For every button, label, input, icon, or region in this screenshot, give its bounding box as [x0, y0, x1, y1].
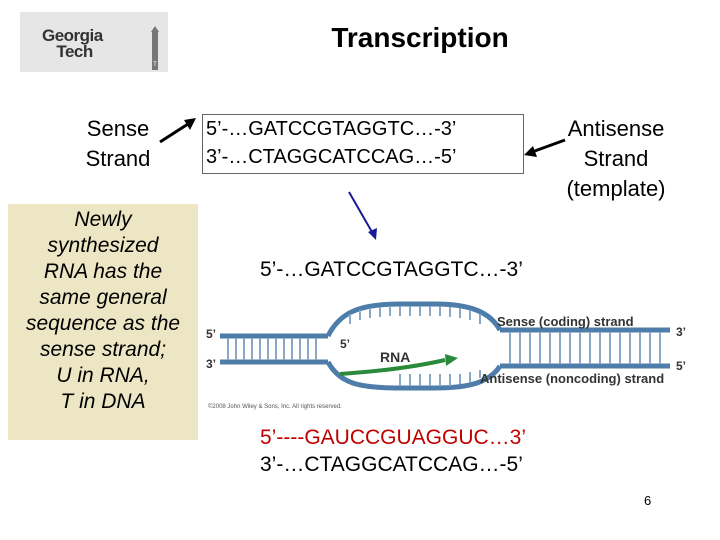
logo-line-2: Tech [56, 42, 93, 61]
rna-like-sequence: 5’-…GATCCGTAGGTC…-3’ [260, 258, 523, 281]
sense-label-line-1: Sense [86, 116, 150, 141]
rna-arrowhead [445, 354, 458, 366]
note-line: Newly [74, 208, 132, 231]
template-arrow [348, 191, 373, 233]
rna-five-prime-label: 5’ [340, 337, 350, 351]
rna-strand [339, 358, 446, 376]
svg-text:T: T [153, 62, 157, 68]
dna-sequence-box: 5’-…GATCCGTAGGTC…-3’ 3’-…CTAGGCATCCAG…-5… [202, 114, 524, 174]
note-line: sense strand; [39, 338, 167, 361]
note-text: Newly synthesized RNA has the same gener… [8, 207, 198, 415]
georgia-tech-logo: Georgia Tech T [20, 12, 168, 72]
antisense-arrowhead [524, 146, 537, 157]
antisense-sequence: 3’-…CTAGGCATCCAG…-5’ [206, 146, 457, 168]
antisense-label-line-1: Antisense [567, 116, 665, 141]
bubble-bottom-bases [399, 370, 481, 386]
transcription-bubble-diagram: 5’ 3’ 5’ RNA Sense (coding) strand Antis… [206, 301, 686, 391]
note-box: Newly synthesized RNA has the same gener… [8, 204, 198, 440]
sense-arrowhead [184, 118, 196, 130]
template-arrowhead [368, 228, 377, 240]
copyright-notice: ©2008 John Wiley & Sons, Inc. All rights… [208, 404, 342, 410]
logo-line-1: Georgia [42, 26, 103, 45]
note-line: RNA has the [43, 260, 163, 283]
sense-sequence: 5’-…GATCCGTAGGTC…-3’ [206, 118, 457, 140]
left-top-end-label: 5’ [206, 327, 216, 341]
antisense-label-line-2: Strand [583, 146, 649, 171]
slide-title: Transcription [331, 22, 509, 53]
left-base-pairs [227, 338, 317, 360]
template-sequence: 3’-…CTAGGCATCCAG…-5’ [260, 453, 523, 476]
sense-coding-strand-label: Sense (coding) strand [497, 314, 634, 329]
bottom-sequences: 5’----GAUCCGUAGGUC…3’ 3’-…CTAGGCATCCAG…-… [260, 424, 526, 478]
antisense-strand-label: Antisense Strand (template) [540, 114, 692, 204]
left-bottom-end-label: 3’ [206, 357, 216, 371]
right-top-end-label: 3’ [676, 325, 686, 339]
rna-transcript-sequence: 5’----GAUCCGUAGGUC…3’ [260, 426, 527, 449]
page-number: 6 [644, 493, 652, 508]
sense-label-line-2: Strand [85, 146, 151, 171]
antisense-label-line-3: (template) [566, 176, 666, 201]
note-line: T in DNA [60, 390, 146, 413]
right-bottom-end-label: 5’ [676, 359, 686, 373]
note-line: synthesized [47, 234, 159, 257]
right-base-pairs [509, 332, 661, 364]
sense-bubble-strand [325, 301, 503, 338]
antisense-bubble-strand [325, 360, 503, 391]
rna-label: RNA [380, 349, 410, 365]
logo-text: Georgia Tech [42, 26, 103, 61]
tech-tower-icon: T [151, 26, 159, 70]
note-line: sequence as the [25, 312, 181, 335]
bubble-top-bases [349, 306, 481, 324]
antisense-noncoding-strand-label: Antisense (noncoding) strand [480, 371, 664, 386]
sense-strand-label: Sense Strand [62, 114, 174, 174]
note-line: U in RNA, [56, 364, 150, 387]
note-line: same general [39, 286, 167, 309]
